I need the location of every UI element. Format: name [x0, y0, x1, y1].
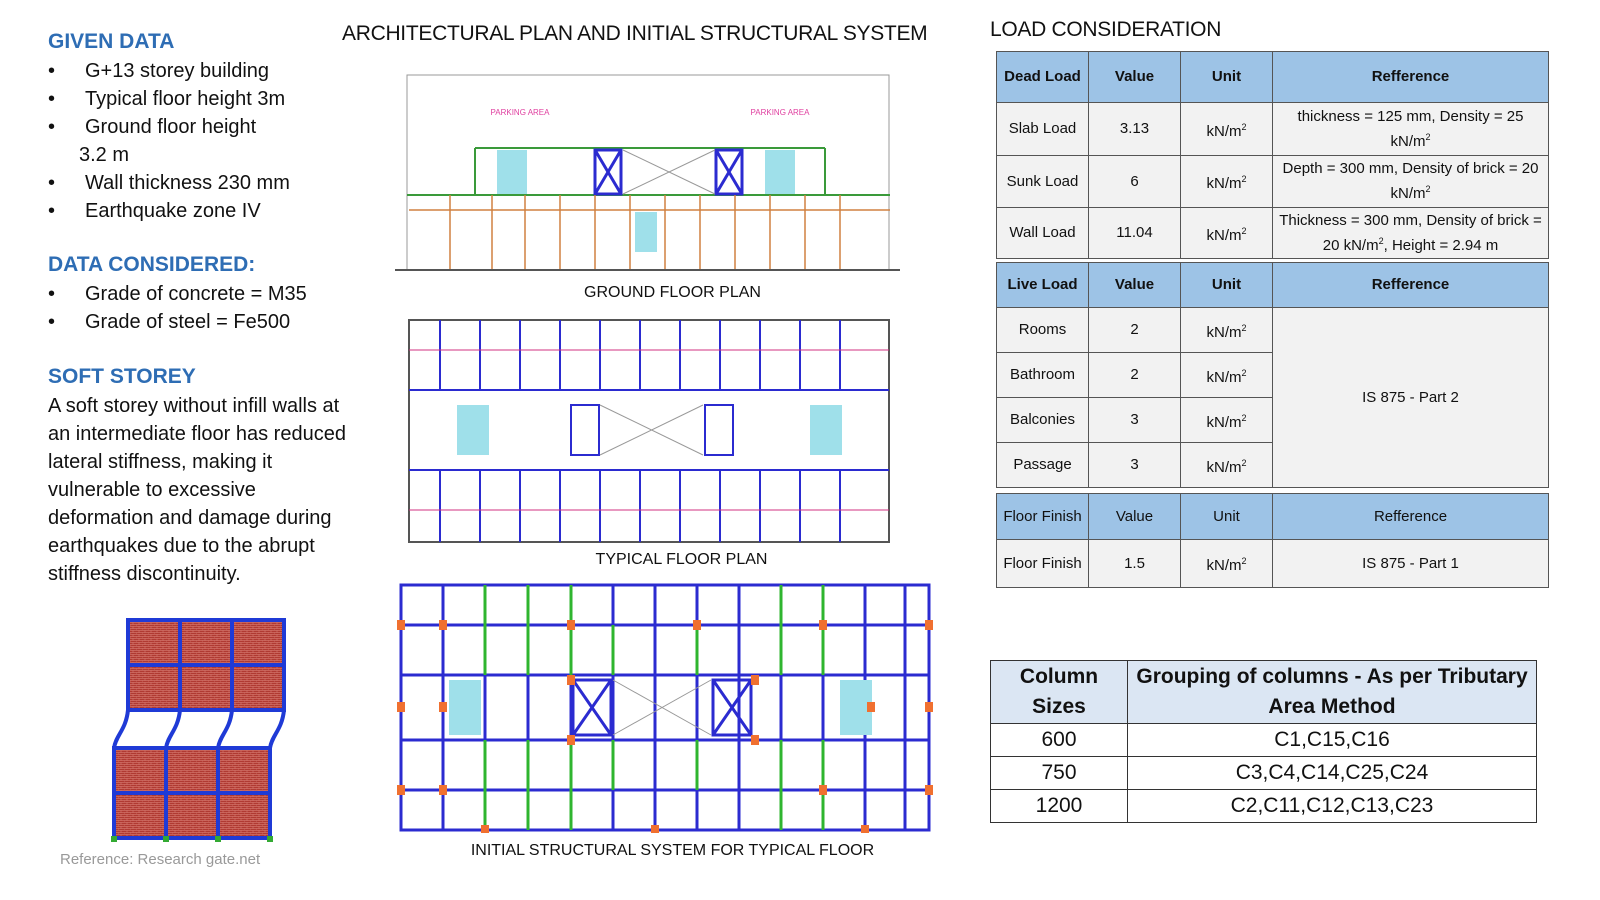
list-item: Typical floor height 3m — [48, 85, 348, 113]
soft-storey-frame-image — [111, 618, 286, 842]
table-row: Floor Finish 1.5 kN/m2 IS 875 - Part 1 — [996, 539, 1549, 588]
table-row: 750 C3,C4,C14,C25,C24 — [990, 756, 1537, 790]
table-row: Sunk Load 6 kN/m2 Depth = 300 mm, Densit… — [996, 155, 1549, 208]
load-consideration-title: LOAD CONSIDERATION — [990, 18, 1222, 41]
table-row: Slab Load 3.13 kN/m2 thickness = 125 mm,… — [996, 102, 1549, 156]
list-item: G+13 storey building — [48, 57, 348, 85]
table-header: Refference — [1272, 493, 1549, 540]
ground-floor-caption: GROUND FLOOR PLAN — [584, 284, 761, 301]
table-row: Wall Load 11.04 kN/m2 Thickness = 300 mm… — [996, 207, 1549, 259]
table-row: 1200 C2,C11,C12,C13,C23 — [990, 789, 1537, 823]
table-row: Rooms 2 kN/m2 IS 875 - Part 2 — [996, 307, 1549, 488]
data-considered-list: Grade of concrete = M35 Grade of steel =… — [48, 280, 348, 336]
parking-label-left: PARKING AREA — [491, 108, 551, 117]
typical-floor-caption: TYPICAL FLOOR PLAN — [595, 551, 768, 568]
list-item: Wall thickness 230 mm — [48, 169, 348, 197]
table-header: Refference — [1272, 51, 1549, 103]
table-header: Value — [1088, 493, 1181, 540]
table-row: 600 C1,C15,C16 — [990, 723, 1537, 757]
live-load-reference: IS 875 - Part 2 — [1272, 307, 1549, 488]
ground-floor-plan-image: PARKING AREA PARKING AREA — [395, 74, 900, 271]
given-data-list: G+13 storey building Typical floor heigh… — [48, 57, 348, 225]
list-item: Earthquake zone IV — [48, 197, 348, 225]
list-item: Grade of steel = Fe500 — [48, 308, 348, 336]
center-title: ARCHITECTURAL PLAN AND INITIAL STRUCTURA… — [342, 22, 928, 45]
given-data-title: GIVEN DATA — [48, 30, 175, 53]
soft-storey-title: SOFT STOREY — [48, 365, 196, 388]
structural-system-image — [397, 583, 933, 833]
typical-floor-plan-image — [408, 319, 890, 543]
table-header: Value — [1088, 51, 1181, 103]
table-header: Unit — [1180, 262, 1273, 308]
table-header: Unit — [1180, 51, 1273, 103]
table-row: Balconies 3 kN/m2 — [996, 397, 1549, 443]
reference-note: Reference: Research gate.net — [60, 851, 261, 868]
table-header: Live Load — [996, 262, 1089, 308]
table-header: Unit — [1180, 493, 1273, 540]
table-row: Bathroom 2 kN/m2 — [996, 352, 1549, 398]
table-header: Dead Load — [996, 51, 1089, 103]
soft-storey-text: A soft storey without infill walls at an… — [48, 395, 346, 585]
table-row: Passage 3 kN/m2 — [996, 442, 1549, 488]
parking-label-right: PARKING AREA — [751, 108, 811, 117]
load-table: Dead Load Value Unit Refference Slab Loa… — [996, 51, 1549, 588]
table-header: Value — [1088, 262, 1181, 308]
structural-caption: INITIAL STRUCTURAL SYSTEM FOR TYPICAL FL… — [470, 842, 875, 859]
data-considered-title: DATA CONSIDERED: — [48, 253, 256, 276]
list-item: Grade of concrete = M35 — [48, 280, 348, 308]
table-header: Floor Finish — [996, 493, 1089, 540]
table-header: Refference — [1272, 262, 1549, 308]
